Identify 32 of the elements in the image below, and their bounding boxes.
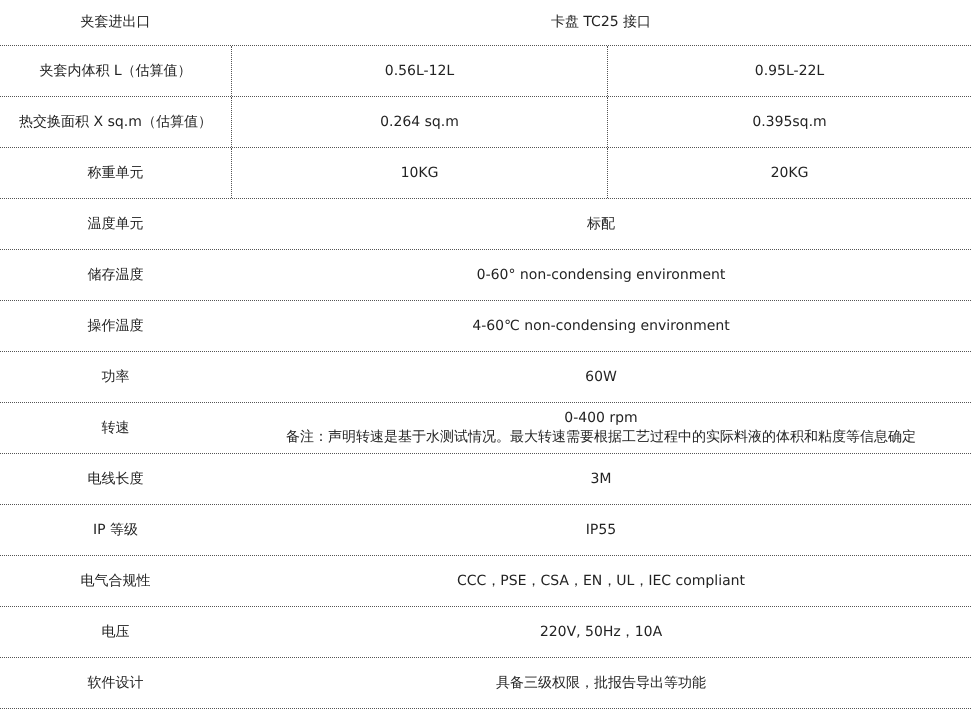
- table-cell: 标配: [587, 214, 615, 234]
- row-header: 夹套进出口: [80, 13, 150, 32]
- table-cell: 卡盘 TC25 接口: [550, 13, 652, 32]
- table-cell: 20KG: [770, 164, 808, 182]
- table-cell: 具备三级权限，批报告导出等功能: [496, 674, 706, 692]
- row-header: 储存温度: [88, 266, 144, 284]
- table-cell: 10KG: [400, 164, 438, 182]
- row-header: 热交换面积 X sq.m（估算值）: [19, 112, 212, 132]
- row-header: 软件设计: [88, 674, 144, 692]
- table-cell: 0.95L-22L: [754, 62, 824, 80]
- table-cell: 备注：声明转速是基于水测试情况。最大转速需要根据工艺过程中的实际料液的体积和粘度等信息确定: [286, 428, 916, 447]
- table-cell: 0-60° non-condensing environment: [476, 266, 726, 284]
- row-header: 称重单元: [88, 164, 144, 182]
- row-header: 温度单元: [88, 214, 144, 234]
- table-cell: 60W: [585, 368, 617, 386]
- table-cell: 4-60℃ non-condensing environment: [472, 316, 730, 336]
- table-cell: 3M: [590, 470, 612, 488]
- row-header: 操作温度: [88, 316, 144, 336]
- row-header: 转速: [102, 418, 130, 438]
- table-cell: CCC，PSE，CSA，EN，UL，IEC compliant: [456, 572, 746, 590]
- row-header: 电线长度: [88, 470, 144, 488]
- table-cell: IP55: [586, 520, 616, 540]
- row-header: 功率: [102, 368, 130, 386]
- row-header: 电气合规性: [80, 572, 150, 590]
- table-cell: 0.264 sq.m: [380, 112, 459, 132]
- table-cell: 0-400 rpm: [564, 409, 638, 428]
- table-cell: 0.395sq.m: [752, 112, 827, 132]
- table-cell: 0.56L-12L: [384, 62, 454, 80]
- row-header: 夹套内体积 L（估算值）: [39, 62, 192, 80]
- table-cell: 220V, 50Hz，10A: [540, 622, 662, 642]
- row-header: IP 等级: [92, 520, 138, 540]
- row-header: 电压: [102, 622, 130, 642]
